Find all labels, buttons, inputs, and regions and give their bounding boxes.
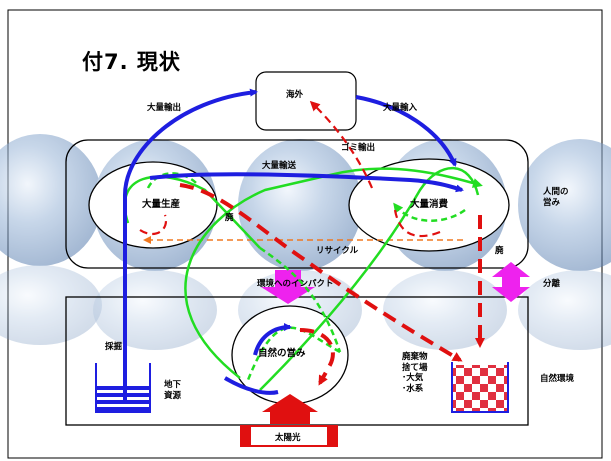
label-natural-environment: 自然環境 — [540, 374, 575, 384]
red-flows — [179, 183, 485, 386]
label-mass-import: 大量輸入 — [383, 103, 418, 113]
label-underground-resources: 地下 資源 — [164, 380, 182, 401]
label-separation: 分離 — [543, 279, 561, 289]
overseas-box — [255, 71, 357, 131]
human-activity-box — [65, 139, 529, 269]
label-mass-transport: 大量輸送 — [262, 161, 297, 171]
label-garbage-export: ゴミ輸出 — [341, 143, 376, 153]
production-ellipse — [88, 161, 218, 249]
label-extraction: 採掘 — [105, 342, 123, 352]
sunlight-arrow — [240, 394, 338, 447]
label-sunlight: 太陽光 — [275, 433, 301, 443]
waste-site-tank — [451, 362, 509, 413]
label-recycle: リサイクル — [316, 246, 359, 256]
label-overseas: 海外 — [286, 90, 304, 100]
slide-title: 付7. 現状 — [82, 50, 181, 74]
red-thin-flows — [139, 100, 441, 238]
blue-flows — [123, 88, 464, 400]
label-discard-left: 廃 — [225, 213, 234, 223]
impact-arrow — [261, 270, 315, 304]
label-discard-right: 廃 — [495, 246, 504, 256]
label-mass-consumption: 大量消費 — [410, 199, 449, 210]
label-environmental-impact: 環境へのインパクト — [257, 279, 334, 289]
label-nature-activity: 自然の営み — [258, 348, 306, 359]
label-mass-export: 大量輸出 — [147, 103, 182, 113]
separation-arrow — [492, 262, 530, 302]
label-mass-production: 大量生産 — [142, 199, 181, 210]
label-waste-site: 廃棄物 捨て場 ･大気 ･水系 — [402, 352, 428, 394]
green-flows — [123, 166, 483, 391]
label-human-activity: 人間の 営み — [543, 187, 569, 208]
